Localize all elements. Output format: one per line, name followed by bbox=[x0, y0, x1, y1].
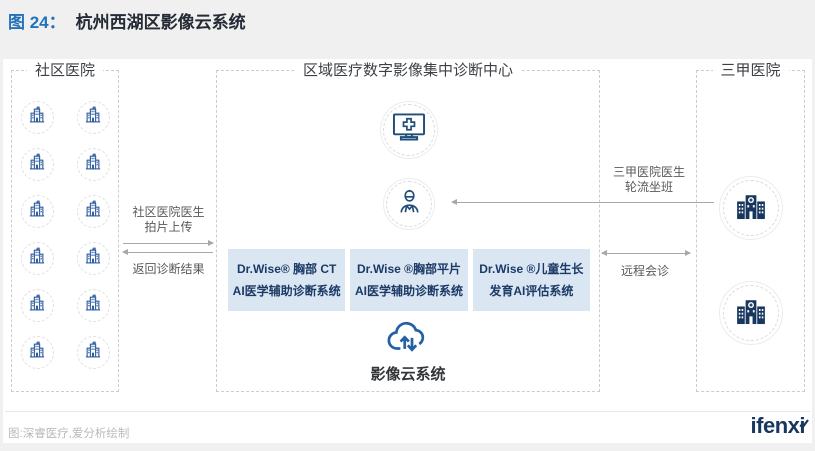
remote-consult-label: 远程会诊 bbox=[620, 264, 669, 278]
hospital-outline-icon bbox=[28, 341, 46, 364]
product-name: Dr.Wise ®儿童生长 bbox=[479, 262, 584, 276]
hospital-outline-icon bbox=[28, 294, 46, 317]
remote-consult-arrow bbox=[601, 250, 691, 256]
cloud-sync-icon bbox=[384, 315, 432, 360]
hospital-outline-icon bbox=[84, 247, 102, 270]
hospital-circle bbox=[20, 148, 54, 181]
diagnosis-center-title: 区域医疗数字影像集中诊断中心 bbox=[294, 61, 522, 80]
upload-label: 社区医院医生 拍片上传 bbox=[132, 205, 205, 234]
product-list: Dr.Wise® 胸部 CT AI医学辅助诊断系统 Dr.Wise ®胸部平片 … bbox=[228, 249, 590, 311]
figure-label: 图 24： bbox=[8, 13, 66, 32]
tertiary-hospitals-box: 三甲医院 bbox=[696, 61, 805, 392]
product-name: Dr.Wise® 胸部 CT bbox=[236, 262, 337, 276]
hospital-outline-icon bbox=[28, 200, 46, 223]
community-box-title: 社区医院 bbox=[26, 61, 104, 80]
product-card: Dr.Wise ®儿童生长 发育AI评估系统 bbox=[472, 249, 590, 311]
hospital-circle bbox=[76, 148, 110, 181]
diagnosis-center-box: 区域医疗数字影像集中诊断中心 bbox=[216, 61, 600, 392]
hospital-circle bbox=[76, 289, 110, 322]
hospital-circle bbox=[76, 195, 110, 228]
cloud-system-label: 影像云系统 bbox=[370, 366, 446, 383]
product-card: Dr.Wise® 胸部 CT AI医学辅助诊断系统 bbox=[228, 249, 346, 311]
doctor-circle bbox=[383, 178, 435, 230]
return-arrow bbox=[122, 249, 213, 255]
tertiary-box-title: 三甲医院 bbox=[712, 61, 789, 80]
tertiary-hospital-circle bbox=[718, 176, 783, 240]
hospital-outline-icon bbox=[28, 153, 46, 176]
hospital-circle bbox=[20, 101, 54, 134]
hospital-circle bbox=[76, 101, 110, 134]
footer-divider bbox=[5, 411, 810, 412]
product-card: Dr.Wise ®胸部平片 AI医学辅助诊断系统 bbox=[350, 249, 468, 311]
doctor-icon bbox=[396, 187, 423, 221]
product-subtitle: AI医学辅助诊断系统 bbox=[354, 284, 463, 298]
hospital-circle bbox=[76, 336, 110, 369]
brand-logo: ifenxi bbox=[751, 413, 809, 439]
hospital-circle bbox=[20, 289, 54, 322]
hospital-outline-icon bbox=[84, 341, 102, 364]
figure-panel: 社区医院 bbox=[3, 59, 812, 443]
tertiary-hospital-circle bbox=[718, 281, 783, 345]
hospital-circle bbox=[76, 242, 110, 275]
product-subtitle: 发育AI评估系统 bbox=[489, 284, 574, 298]
figure-title: 杭州西湖区影像云系统 bbox=[75, 13, 246, 32]
community-hospital-grid bbox=[12, 101, 118, 369]
hospital-outline-icon bbox=[28, 106, 46, 129]
hospital-circle bbox=[20, 336, 54, 369]
hospital-circle bbox=[20, 195, 54, 228]
monitor-circle bbox=[380, 101, 438, 159]
hospital-outline-icon bbox=[84, 294, 102, 317]
hospital-outline-icon bbox=[84, 200, 102, 223]
rotation-label: 三甲医院医生 轮流坐班 bbox=[612, 165, 685, 194]
rotation-arrow bbox=[451, 199, 714, 205]
hospital-outline-icon bbox=[84, 106, 102, 129]
logo-accent-icon bbox=[799, 408, 809, 434]
figure-heading: 图 24： 杭州西湖区影像云系统 bbox=[8, 8, 246, 33]
product-subtitle: AI医学辅助诊断系统 bbox=[232, 284, 341, 298]
hospital-outline-icon bbox=[84, 153, 102, 176]
return-label: 返回诊断结果 bbox=[132, 262, 205, 276]
hospital-filled-icon bbox=[734, 294, 768, 333]
product-name: Dr.Wise ®胸部平片 bbox=[356, 262, 462, 276]
hospital-circle bbox=[20, 242, 54, 275]
upload-arrow bbox=[123, 240, 214, 246]
tertiary-hospital-list bbox=[697, 176, 804, 345]
hospital-filled-icon bbox=[734, 189, 768, 228]
hospital-outline-icon bbox=[28, 247, 46, 270]
monitor-cross-icon bbox=[392, 112, 426, 148]
community-hospitals-box: 社区医院 bbox=[11, 61, 119, 392]
source-caption: 图:深睿医疗,爱分析绘制 bbox=[8, 428, 130, 440]
